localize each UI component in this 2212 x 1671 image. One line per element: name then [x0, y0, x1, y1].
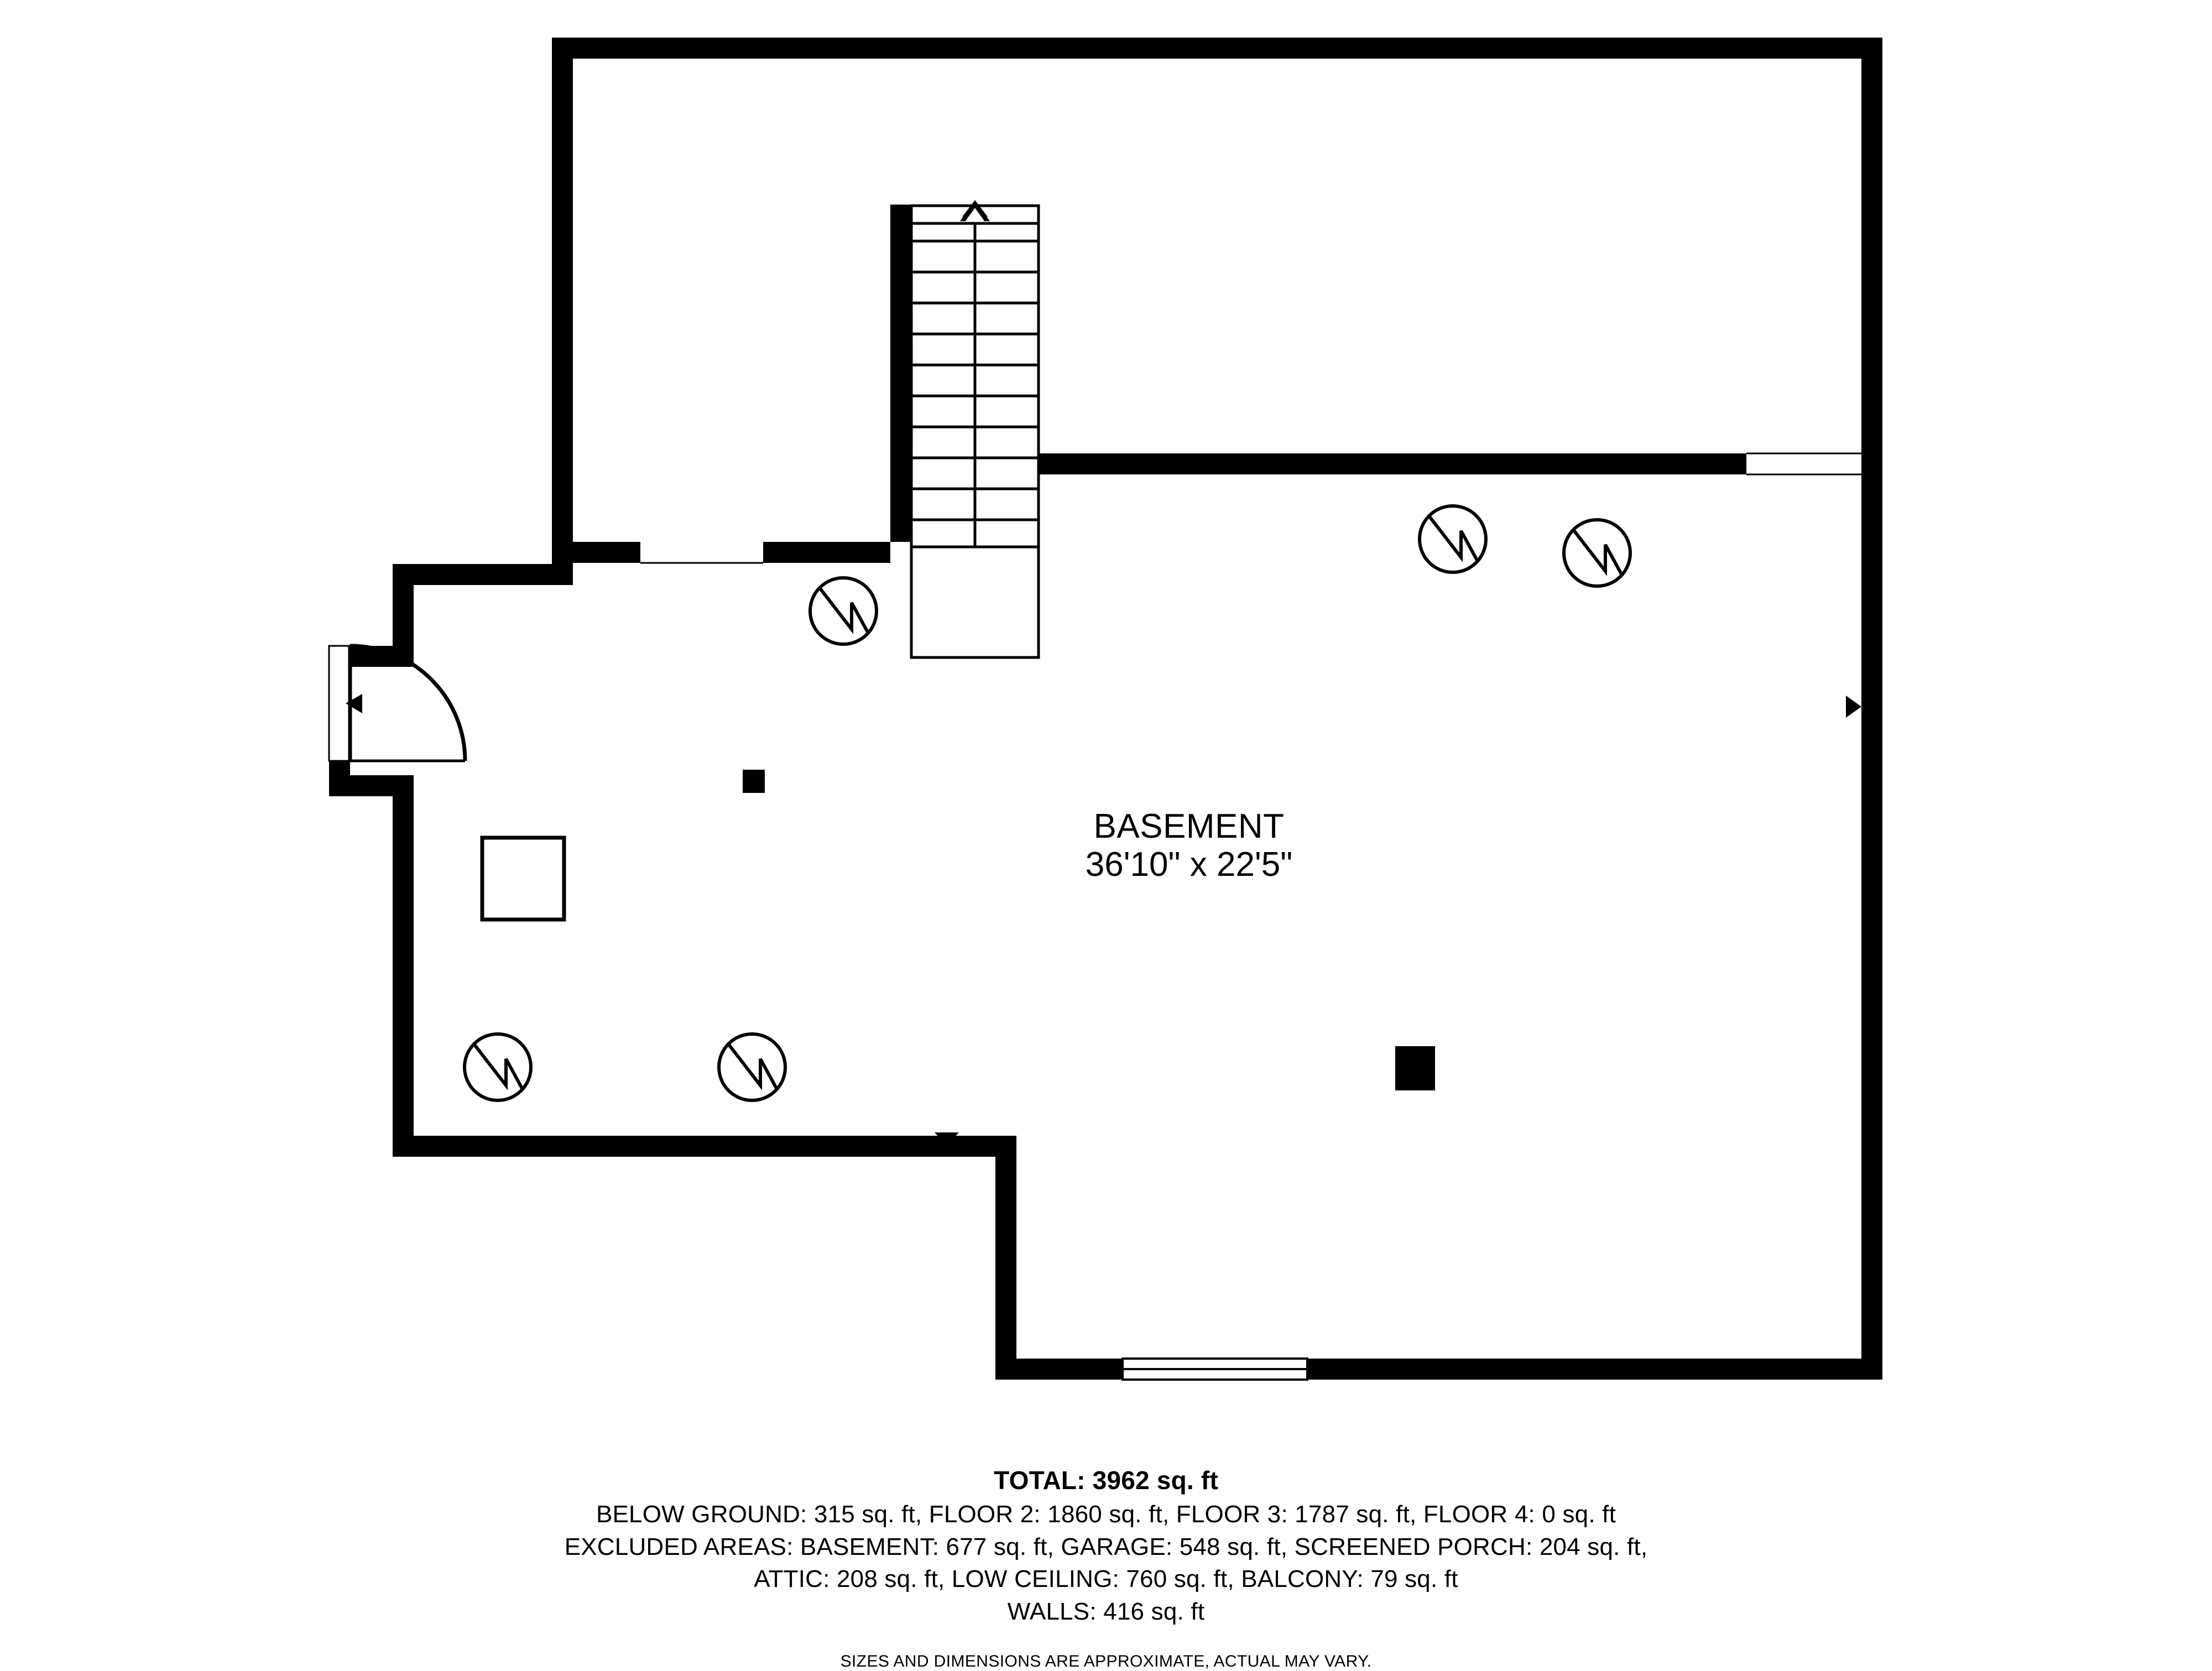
interior-walls: [573, 205, 1882, 563]
footer-disclaimer: SIZES AND DIMENSIONS ARE APPROXIMATE, AC…: [840, 1652, 1372, 1671]
footer-walls-area: WALLS: 416 sq. ft: [1007, 1597, 1205, 1625]
footer-floor-areas: BELOW GROUND: 315 sq. ft, FLOOR 2: 1860 …: [596, 1501, 1616, 1528]
footer-excluded-areas-1: EXCLUDED AREAS: BASEMENT: 677 sq. ft, GA…: [564, 1533, 1648, 1560]
footer-excluded-areas-2: ATTIC: 208 sq. ft, LOW CEILING: 760 sq. …: [754, 1565, 1458, 1593]
electrical-fixture-icon: [1418, 504, 1488, 574]
room-label-basement: BASEMENT 36'10" x 22'5": [1023, 807, 1355, 884]
footer-total-area: TOTAL: 3962 sq. ft: [994, 1466, 1218, 1495]
room-dimensions: 36'10" x 22'5": [1085, 845, 1293, 884]
column-large: [1395, 1046, 1435, 1090]
electrical-fixture-icon: [808, 576, 878, 646]
window: [1121, 1357, 1308, 1381]
electrical-fixture-icon: [463, 1032, 533, 1102]
electrical-fixture-icon: [717, 1032, 787, 1102]
wall-marker-bottom-icon: [935, 1132, 959, 1146]
exterior-walls: [329, 38, 1882, 1380]
stairs: [910, 204, 1040, 659]
area-summary-footer: TOTAL: 3962 sq. ft BELOW GROUND: 315 sq.…: [0, 1465, 2212, 1671]
wall-marker-right-icon: [1846, 696, 1861, 718]
electrical-fixture-icon: [1562, 518, 1632, 588]
stairs-up-arrow-icon: [960, 200, 990, 221]
column-small: [743, 770, 765, 793]
room-name: BASEMENT: [1093, 807, 1285, 845]
door-opening-top-right: [1746, 452, 1861, 476]
equipment-unit: [480, 836, 566, 922]
door-direction-marker-icon: [346, 694, 362, 713]
